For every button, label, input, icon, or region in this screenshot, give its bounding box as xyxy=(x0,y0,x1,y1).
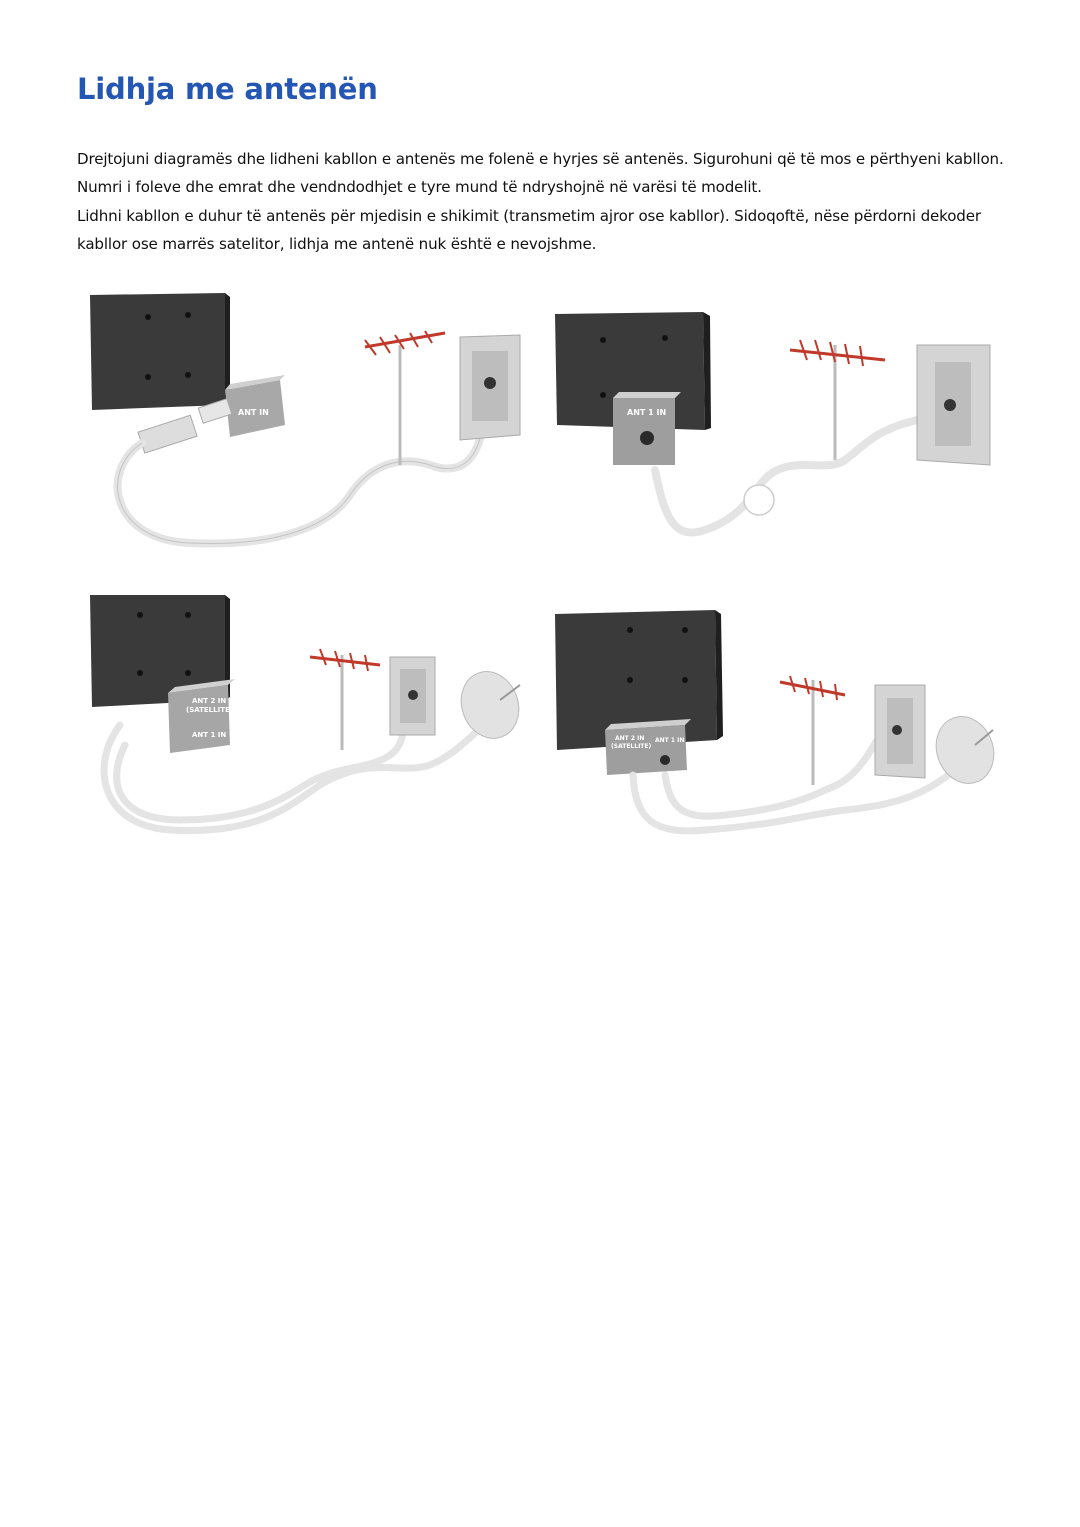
rooftop-antenna-icon xyxy=(779,675,846,785)
port-label-ant-in: ANT IN xyxy=(238,408,269,417)
port-label-ant2-line2: (SATELLITE) xyxy=(611,743,652,750)
wall-outlet xyxy=(389,656,436,736)
rooftop-antenna-icon xyxy=(364,330,446,465)
antenna-cable xyxy=(651,416,921,537)
antenna-cable xyxy=(113,701,407,824)
rooftop-antenna-icon xyxy=(789,339,886,460)
satellite-cable xyxy=(100,699,514,835)
diagram-single-antenna-side: ANT IN xyxy=(90,293,521,548)
intro-paragraph: Drejtojuni diagramës dhe lidheni kabllon… xyxy=(77,150,1004,196)
tv-back-panel xyxy=(90,293,230,410)
port-label-ant2-line2: (SATELLITE) xyxy=(186,706,233,714)
satellite-cable xyxy=(629,746,979,835)
rooftop-antenna-icon xyxy=(309,648,381,750)
diagram-antenna-satellite-side: ANT 2 IN (SATELLITE) ANT 1 IN xyxy=(90,595,521,835)
port-label-ant2-line1: ANT 2 IN xyxy=(192,697,226,705)
diagram-antenna-satellite-rear: ANT 2 IN (SATELLITE) ANT 1 IN xyxy=(555,610,995,835)
port-label-ant1: ANT 1 IN xyxy=(192,731,226,739)
tv-back-panel xyxy=(555,610,723,750)
port-box-ant1-in: ANT 1 IN xyxy=(613,392,681,465)
port-label-ant2-line1: ANT 2 IN xyxy=(615,735,644,742)
page-title: Lidhja me antenën xyxy=(77,72,378,106)
port-box-dual: ANT 2 IN (SATELLITE) ANT 1 IN xyxy=(605,719,691,775)
cable-loop-marker xyxy=(743,484,775,516)
satellite-dish-icon xyxy=(935,716,995,784)
port-box-ant-in: ANT IN xyxy=(225,375,285,437)
diagram-single-antenna-rear: ANT 1 IN xyxy=(555,312,991,537)
port-label-ant1-in: ANT 1 IN xyxy=(627,408,666,417)
wall-outlet xyxy=(916,344,991,466)
coax-plug xyxy=(137,398,233,454)
port-box-dual: ANT 2 IN (SATELLITE) ANT 1 IN xyxy=(168,679,235,753)
note-paragraph: Lidhni kabllon e duhur të antenës për mj… xyxy=(77,207,981,253)
tv-back-panel xyxy=(90,595,230,707)
satellite-dish-icon xyxy=(460,671,521,739)
antenna-cable xyxy=(661,726,887,820)
wall-outlet xyxy=(874,684,926,779)
port-label-ant1: ANT 1 IN xyxy=(655,737,684,744)
wall-outlet xyxy=(459,334,521,441)
